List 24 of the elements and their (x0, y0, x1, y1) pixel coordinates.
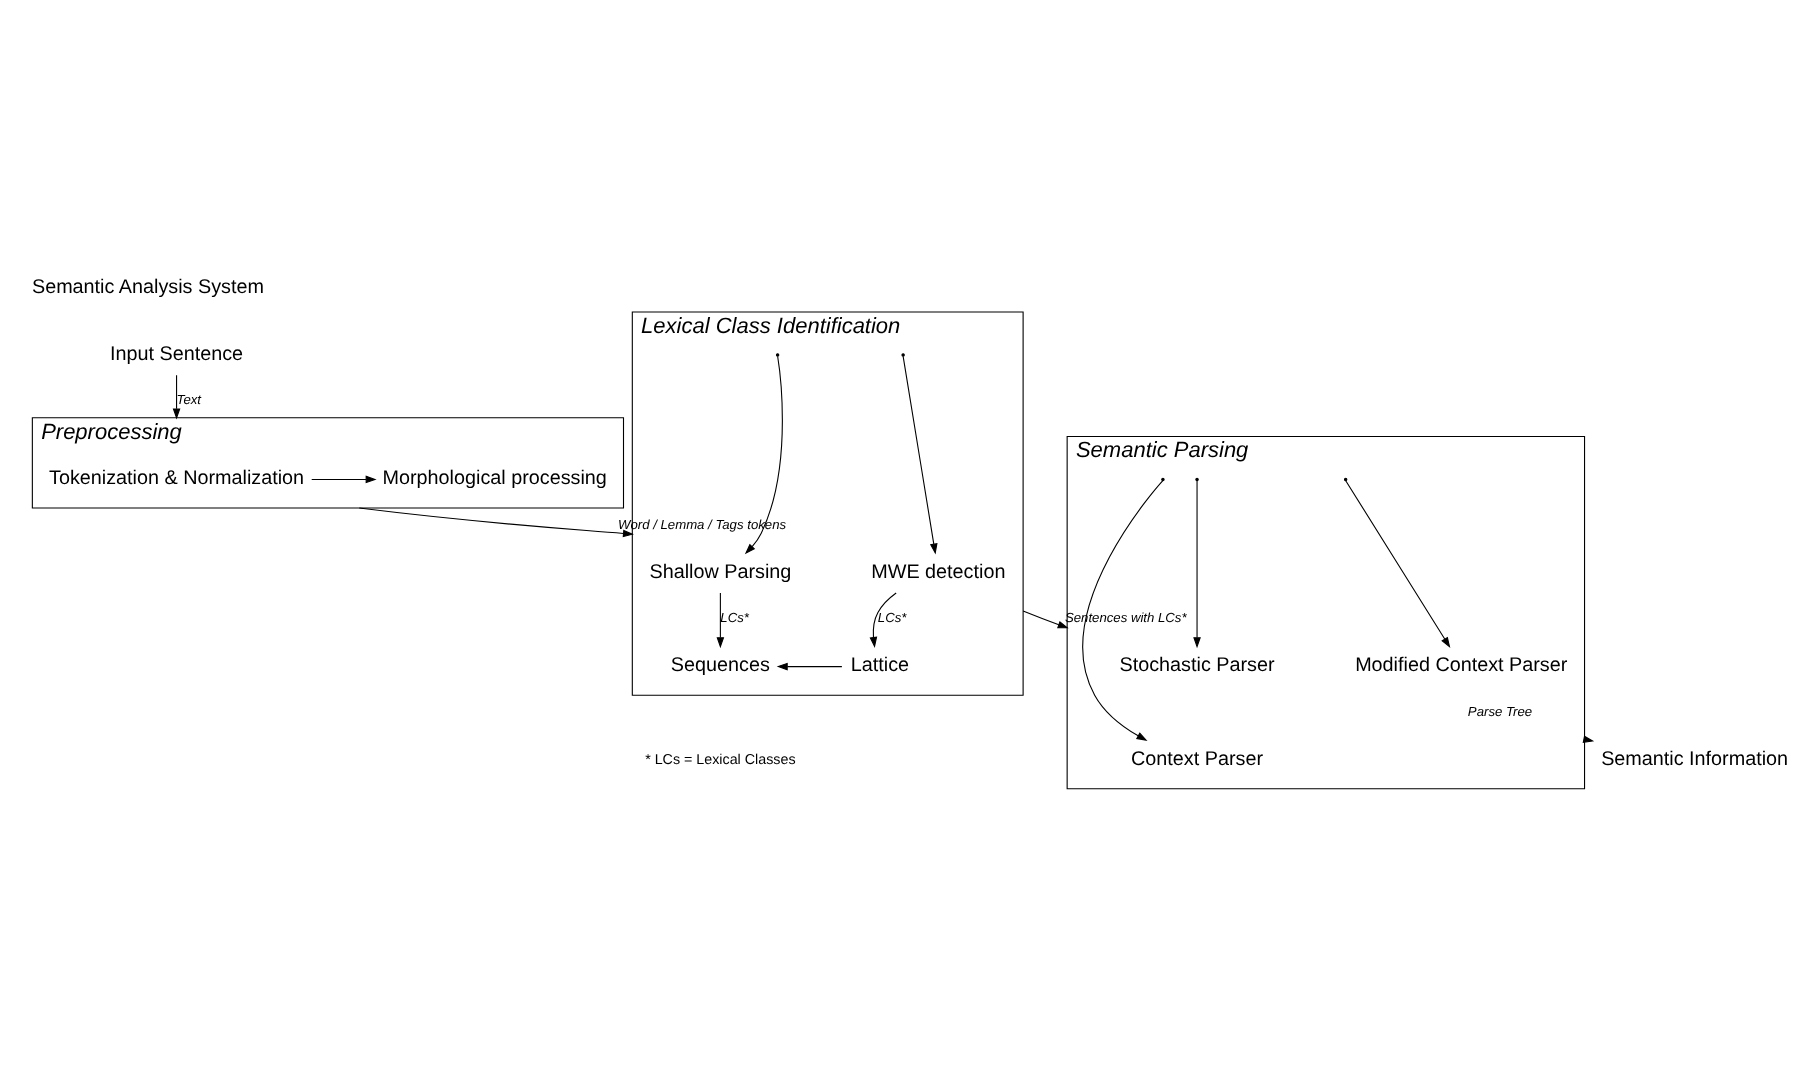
diagram-title: Semantic Analysis System (31, 276, 264, 299)
arrow (1082, 480, 1164, 741)
node-text: Shallow Parsing (649, 561, 792, 584)
arrow (869, 592, 897, 648)
node-text: Modified Context Parser (1355, 655, 1568, 678)
node-text: Morphological processing (382, 468, 607, 491)
arrow (172, 374, 181, 420)
node-text: Lattice (850, 655, 910, 678)
arrow (744, 355, 783, 555)
node-text: Sequences (670, 655, 770, 678)
node-text: Input Sentence (110, 343, 244, 366)
arrow (716, 592, 725, 649)
node-text: Stochastic Parser (1119, 655, 1275, 678)
node-text: Tokenization & Normalization (49, 468, 305, 491)
arrow (902, 355, 938, 555)
arrow (776, 662, 843, 671)
arrow (358, 507, 634, 538)
arrow (311, 475, 377, 484)
node-text: Semantic Information (1601, 749, 1789, 772)
arrow (1022, 610, 1069, 629)
node-text: MWE detection (871, 561, 1006, 584)
arrow (1345, 480, 1451, 648)
arrow (1193, 480, 1201, 649)
node-text: Context Parser (1131, 749, 1264, 772)
